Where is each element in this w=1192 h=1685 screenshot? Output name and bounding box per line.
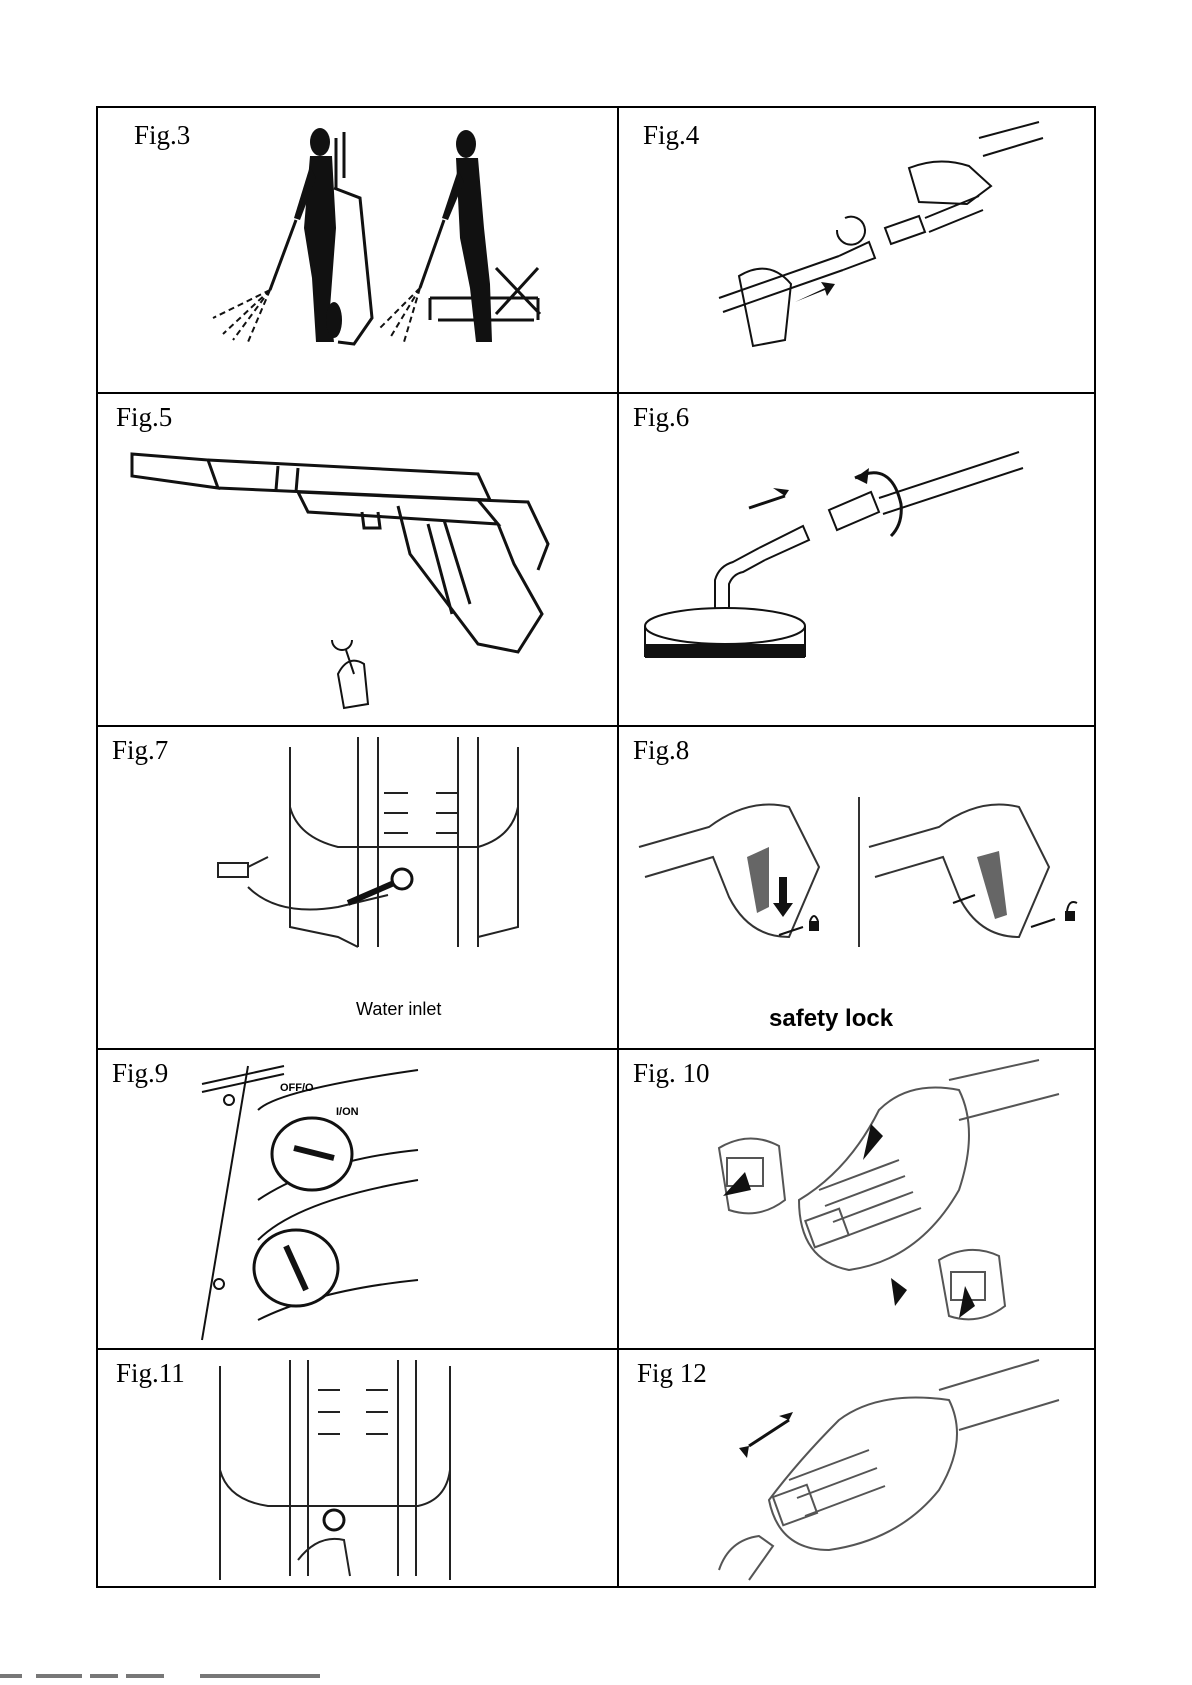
figure-cell-6: Fig.6 bbox=[619, 394, 1096, 725]
off-label: OFF/O bbox=[280, 1082, 314, 1094]
nozzle-cleaning-illustration bbox=[619, 1350, 1096, 1588]
nozzle-insertion-illustration bbox=[619, 1050, 1096, 1348]
water-filter-illustration bbox=[98, 1350, 617, 1588]
control-panel-illustration bbox=[98, 1050, 617, 1348]
figure-cell-4: Fig.4 bbox=[619, 108, 1096, 392]
footer-scan-artifact bbox=[0, 1662, 1192, 1685]
water-inlet-caption: Water inlet bbox=[356, 999, 441, 1020]
safety-lock-caption: safety lock bbox=[769, 1005, 893, 1033]
figure-grid: Fig.3 bbox=[96, 106, 1096, 1588]
figure-cell-8: Fig.8 safety lock bbox=[619, 727, 1096, 1048]
figure-cell-9: Fig.9 OFF/O I/ON bbox=[98, 1050, 617, 1348]
operator-posture-illustration bbox=[98, 108, 617, 392]
figure-cell-10: Fig. 10 bbox=[619, 1050, 1096, 1348]
trigger-lock-illustration bbox=[619, 727, 1096, 1048]
on-label: I/ON bbox=[336, 1106, 359, 1118]
figure-cell-3: Fig.3 bbox=[98, 108, 617, 392]
figure-cell-7: Fig.7 Water inlet bbox=[98, 727, 617, 1048]
figure-cell-11: Fig.11 bbox=[98, 1350, 617, 1588]
figure-cell-5: Fig.5 bbox=[98, 394, 617, 725]
figure-cell-12: Fig 12 bbox=[619, 1350, 1096, 1588]
surface-cleaner-illustration bbox=[619, 394, 1096, 725]
spray-gun-illustration bbox=[98, 394, 617, 725]
lance-connection-illustration bbox=[619, 108, 1096, 392]
